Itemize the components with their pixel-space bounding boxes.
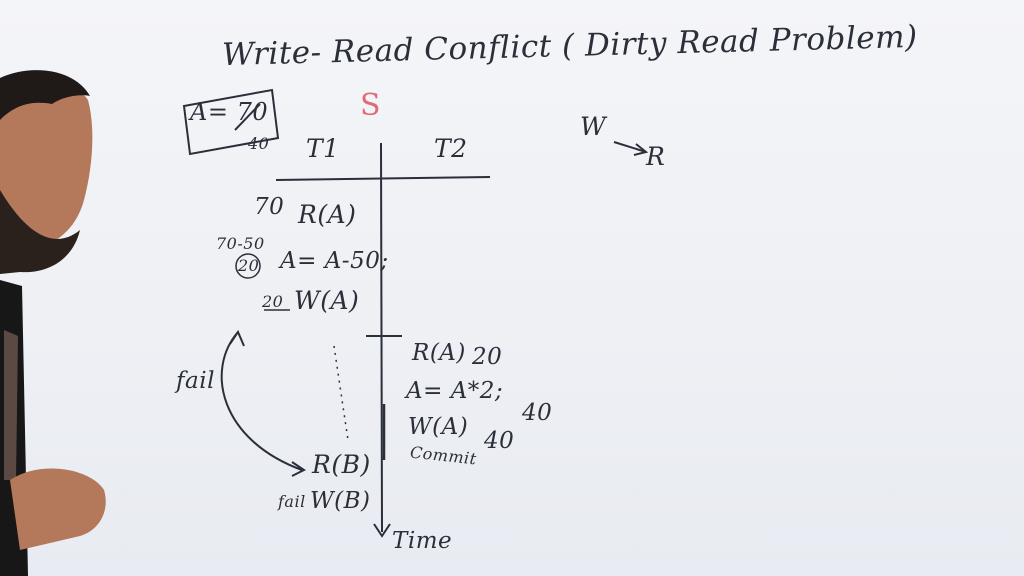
time-label: Time xyxy=(392,528,453,554)
schedule-label: S xyxy=(360,88,382,123)
t2-op-read-a: R(A) xyxy=(412,340,466,366)
t1-prefix-3: 20 xyxy=(262,292,284,311)
t2-val-1: 20 xyxy=(472,344,503,370)
corrected-value: 40 xyxy=(248,134,270,153)
t1-prefix-5: fail xyxy=(278,492,306,511)
initial-value: A= 70 xyxy=(190,98,269,126)
relation-arrow-icon xyxy=(613,141,649,156)
t1-op-write-a: W(A) xyxy=(294,286,360,315)
t1-prefix-2b: 20 xyxy=(238,256,260,275)
t2-val-3: 40 xyxy=(484,428,515,454)
relation-to: R xyxy=(646,142,666,171)
t2-op-compute: A= A*2; xyxy=(406,378,504,404)
t1-prefix-2: 70-50 xyxy=(216,234,265,253)
t1-op-read-a: R(A) xyxy=(298,200,357,229)
value-box xyxy=(182,88,280,156)
column-t2: T2 xyxy=(434,134,468,163)
t2-val-2: 40 xyxy=(522,400,553,426)
column-t1: T1 xyxy=(306,134,340,163)
t1-op-write-b: W(B) xyxy=(310,488,371,514)
t1-prefix-1: 70 xyxy=(254,194,285,220)
t1-op-read-b: R(B) xyxy=(312,450,371,479)
t2-op-write-a: W(A) xyxy=(408,414,469,440)
fail-label: fail xyxy=(176,368,215,394)
t1-op-compute: A= A-50; xyxy=(280,248,389,274)
presenter-image xyxy=(0,70,106,576)
relation-from: W xyxy=(580,112,607,141)
